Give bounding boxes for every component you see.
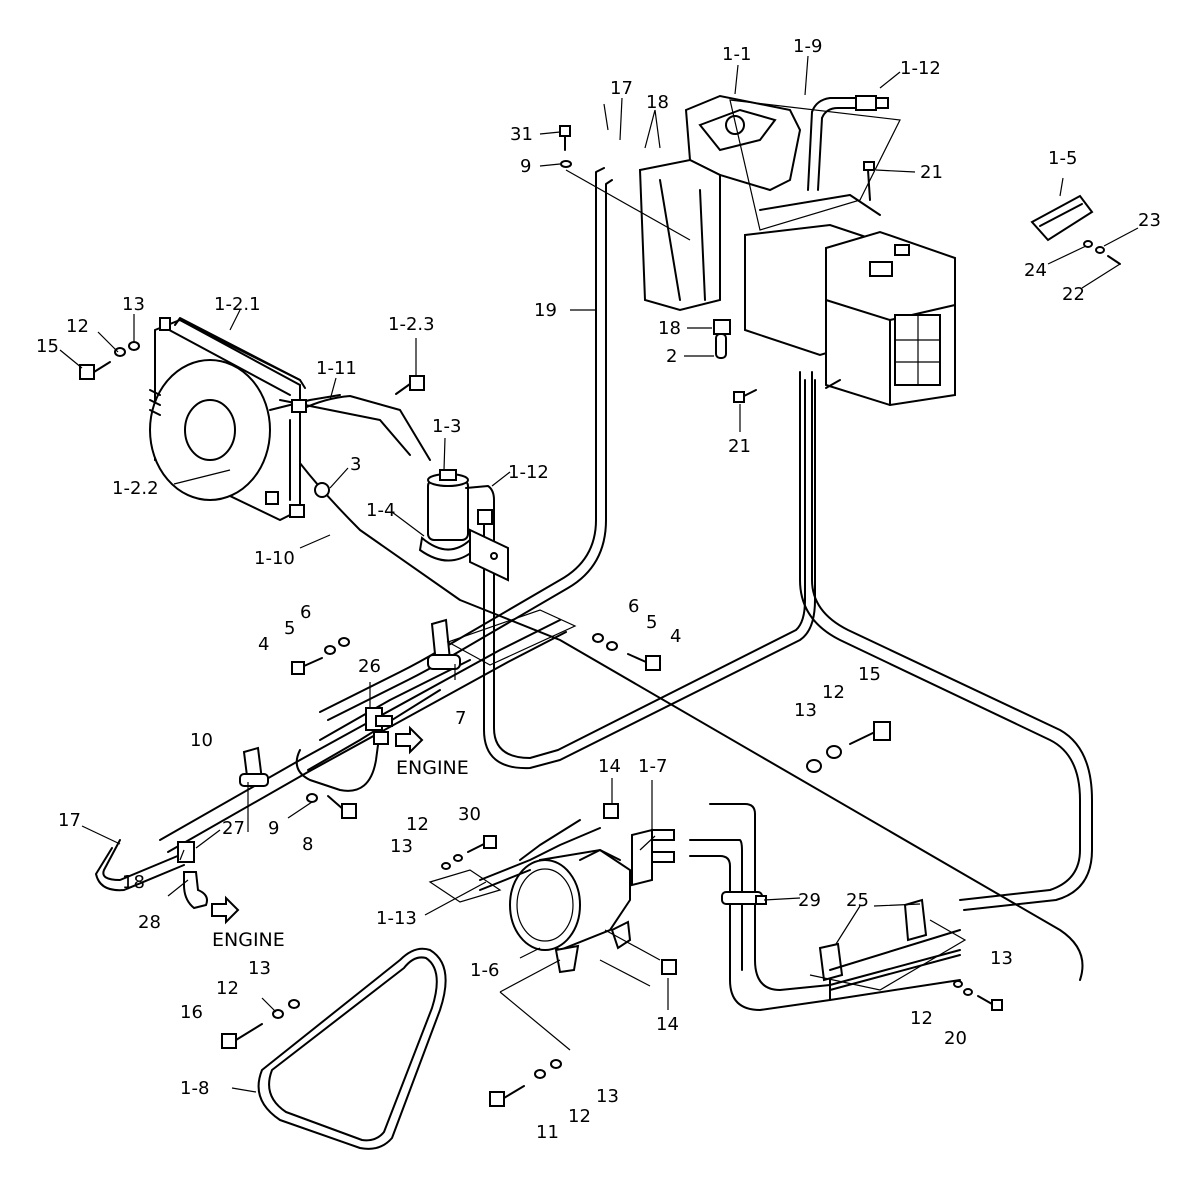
label-13-low: 13 xyxy=(248,958,271,979)
label-13-mid: 13 xyxy=(390,836,413,857)
label-4-right: 4 xyxy=(670,626,681,647)
label-18-bot: 18 xyxy=(122,872,145,893)
label-14-bot: 14 xyxy=(656,1014,679,1035)
label-18-mid: 18 xyxy=(658,318,681,339)
receiver-drier xyxy=(418,469,509,582)
engine-arrow-1 xyxy=(395,725,424,755)
bracket-25 xyxy=(809,898,967,1001)
label-1-12-mid: 1-12 xyxy=(508,462,549,483)
label-1-2-2: 1-2.2 xyxy=(112,478,159,499)
fitting-26 xyxy=(365,707,393,745)
label-6-right: 6 xyxy=(628,596,639,617)
label-26: 26 xyxy=(358,656,381,677)
fasteners xyxy=(79,125,1121,1107)
label-1-8: 1-8 xyxy=(180,1078,209,1099)
label-17-bot: 17 xyxy=(58,810,81,831)
label-21-bot: 21 xyxy=(728,436,751,457)
label-1-1: 1-1 xyxy=(722,44,751,65)
label-9-bot: 9 xyxy=(268,818,279,839)
label-1-3: 1-3 xyxy=(432,416,461,437)
label-1-12-top: 1-12 xyxy=(900,58,941,79)
clamp-10 xyxy=(239,746,269,787)
label-22: 22 xyxy=(1062,284,1085,305)
label-31: 31 xyxy=(510,124,533,145)
callout-labels: 1-1 1-9 1-12 17 18 31 9 21 1-5 23 24 22 … xyxy=(36,36,1161,1143)
label-5-left: 5 xyxy=(284,618,295,639)
label-13-rad: 13 xyxy=(122,294,145,315)
compressor xyxy=(509,819,675,974)
label-3: 3 xyxy=(350,454,361,475)
label-1-10: 1-10 xyxy=(254,548,295,569)
label-7: 7 xyxy=(455,708,466,729)
label-1-2-3: 1-2.3 xyxy=(388,314,435,335)
label-10: 10 xyxy=(190,730,213,751)
clamp-7 xyxy=(427,609,577,670)
label-12-rad: 12 xyxy=(66,316,89,337)
label-12-right: 12 xyxy=(822,682,845,703)
pipe-assembly-left xyxy=(95,619,567,892)
label-12-br: 12 xyxy=(910,1008,933,1029)
fitting-27-28 xyxy=(177,841,208,910)
label-engine-1: ENGINE xyxy=(396,757,469,779)
label-engine-2: ENGINE xyxy=(212,929,285,951)
condenser-unit xyxy=(149,317,431,522)
leader-lines xyxy=(59,55,1139,1093)
label-30: 30 xyxy=(458,804,481,825)
label-19: 19 xyxy=(534,300,557,321)
label-23: 23 xyxy=(1138,210,1161,231)
v-belt xyxy=(257,947,447,1150)
label-1-2-1: 1-2.1 xyxy=(214,294,261,315)
engine-arrow-2 xyxy=(211,895,240,925)
label-21-top: 21 xyxy=(920,162,943,183)
label-1-4: 1-4 xyxy=(366,500,395,521)
label-12-btm: 12 xyxy=(568,1106,591,1127)
label-27: 27 xyxy=(222,818,245,839)
label-1-7: 1-7 xyxy=(638,756,667,777)
hose-19 xyxy=(319,167,613,721)
label-14-top: 14 xyxy=(598,756,621,777)
label-17-top: 17 xyxy=(610,78,633,99)
hose-main-right xyxy=(799,371,1093,911)
label-1-6: 1-6 xyxy=(470,960,499,981)
label-9-top: 9 xyxy=(520,156,531,177)
label-1-9: 1-9 xyxy=(793,36,822,57)
label-16: 16 xyxy=(180,1002,203,1023)
label-29: 29 xyxy=(798,890,821,911)
label-13-right: 13 xyxy=(794,700,817,721)
label-1-5: 1-5 xyxy=(1048,148,1077,169)
label-15-rad: 15 xyxy=(36,336,59,357)
label-1-11: 1-11 xyxy=(316,358,357,379)
label-13-btm: 13 xyxy=(596,1086,619,1107)
label-12-low: 12 xyxy=(216,978,239,999)
label-6-left: 6 xyxy=(300,602,311,623)
part-1-5 xyxy=(1030,194,1094,242)
label-1-13: 1-13 xyxy=(376,908,417,929)
label-11: 11 xyxy=(536,1122,559,1143)
label-15-right: 15 xyxy=(858,664,881,685)
label-8: 8 xyxy=(302,834,313,855)
label-4-left: 4 xyxy=(258,634,269,655)
label-24: 24 xyxy=(1024,260,1047,281)
label-20: 20 xyxy=(944,1028,967,1049)
label-12-mid: 12 xyxy=(406,814,429,835)
hose-1-12-long xyxy=(483,379,816,770)
label-25: 25 xyxy=(846,890,869,911)
sensor-2 xyxy=(713,319,731,359)
label-5-right: 5 xyxy=(646,612,657,633)
label-13-br: 13 xyxy=(990,948,1013,969)
label-28: 28 xyxy=(138,912,161,933)
label-18-top: 18 xyxy=(646,92,669,113)
battery xyxy=(825,230,956,407)
bracket-plate-top xyxy=(729,99,901,231)
clamp-29 xyxy=(721,891,767,905)
pipe-1-9 xyxy=(807,95,889,191)
hose-lower-right xyxy=(689,803,961,1011)
label-2: 2 xyxy=(666,346,677,367)
rod-1-13 xyxy=(428,827,601,903)
